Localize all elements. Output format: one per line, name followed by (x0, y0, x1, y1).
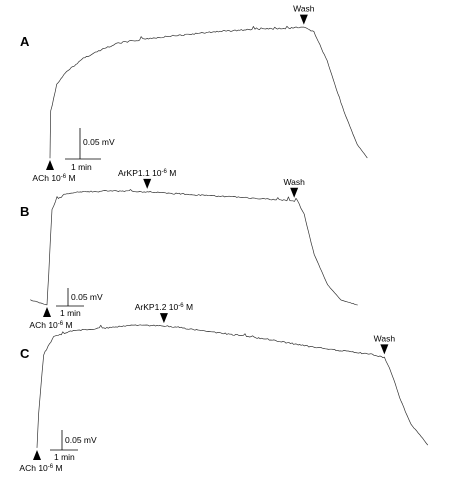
marker-label-text: ACh 10 (29, 320, 58, 330)
marker-label-exponent: -6 (178, 303, 184, 309)
trace-a (49, 25, 368, 159)
marker-label-unit: M (53, 463, 62, 473)
marker-arrow-1 (380, 344, 389, 355)
marker-label-unit: M (66, 173, 75, 183)
marker-label-text: ACh 10 (32, 173, 61, 183)
marker-label-text: Wash (374, 333, 396, 343)
scale-time-label-a: 1 min (71, 162, 92, 172)
marker-label-1: Wash (283, 177, 305, 187)
marker-label-1: Wash (374, 333, 396, 343)
trace-c (36, 324, 429, 448)
scale-bar-a: 0.05 mV 1 min (65, 128, 115, 172)
scale-amp-label-c: 0.05 mV (65, 435, 97, 445)
marker-label-exponent: -6 (61, 174, 67, 180)
marker-label-unit: M (63, 320, 72, 330)
marker-label-exponent: -6 (58, 321, 64, 327)
marker-label-text: ArKP1.1 10 (118, 168, 162, 178)
marker-label-text: Wash (283, 177, 305, 187)
marker-label-text: ArKP1.2 10 (135, 302, 179, 312)
scale-time-label-b: 1 min (60, 308, 81, 318)
panel-label-a: A (20, 34, 30, 49)
marker-arrow-0 (143, 178, 152, 189)
marker-label-text: ACh 10 (19, 463, 48, 473)
marker-arrow-1 (299, 14, 308, 25)
panel-label-b: B (20, 204, 29, 219)
marker-arrow-2 (43, 307, 51, 317)
scale-amp-label-a: 0.05 mV (83, 137, 115, 147)
marker-label-unit: M (167, 168, 176, 178)
marker-label-0: ArKP1.2 10-6 M (135, 302, 193, 312)
panel-label-c: C (20, 346, 30, 361)
marker-arrow-2 (33, 450, 41, 460)
scale-amp-label-b: 0.05 mV (71, 292, 103, 302)
marker-label-2: ACh 10-6 M (29, 320, 72, 330)
marker-arrow-0 (159, 313, 168, 324)
marker-label-text: Wash (293, 4, 315, 14)
scale-bar-b: 0.05 mV 1 min (56, 288, 103, 318)
marker-arrow-1 (290, 187, 299, 198)
scale-time-label-c: 1 min (54, 452, 75, 462)
marker-label-2: ACh 10-6 M (19, 463, 62, 473)
marker-label-exponent: -6 (162, 169, 168, 175)
marker-arrow-0 (46, 160, 54, 170)
marker-label-0: ArKP1.1 10-6 M (118, 168, 176, 178)
marker-label-1: Wash (293, 4, 315, 14)
scale-bar-c: 0.05 mV 1 min (50, 430, 97, 462)
trace-b (30, 189, 358, 306)
marker-label-0: ACh 10-6 M (32, 173, 75, 183)
marker-label-exponent: -6 (48, 464, 54, 470)
marker-label-unit: M (184, 302, 193, 312)
